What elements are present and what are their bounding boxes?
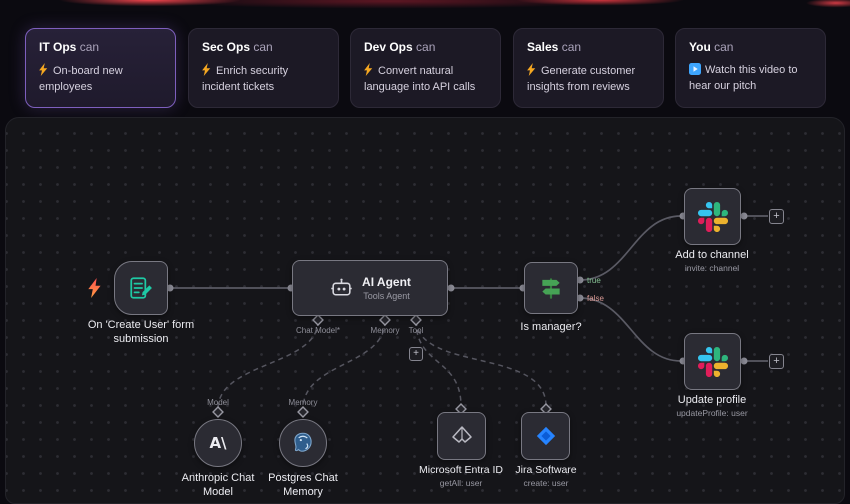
node-label-is-manager: Is manager? <box>520 321 582 333</box>
card-title: Sales can <box>527 40 582 54</box>
port-label-chat-model: Chat Model* <box>295 326 341 335</box>
branch-label-true: true <box>587 276 601 285</box>
port-label-memory: Memory <box>370 326 400 335</box>
card-title: IT Ops can <box>39 40 100 54</box>
card-description: Enrich security incident tickets <box>202 63 289 93</box>
lightning-icon <box>39 63 48 76</box>
node-label-postgres: Postgres Chat Memory <box>268 472 338 499</box>
node-postgres-chat-memory[interactable] <box>279 419 327 467</box>
node-label-form-trigger: On 'Create User' form submission <box>87 319 195 346</box>
hero-red-glow <box>0 0 850 16</box>
form-icon <box>130 277 152 299</box>
node-subtitle-jira: create: user <box>523 478 569 488</box>
agent-subtitle: Tools Agent <box>363 291 410 301</box>
node-label-update-profile: Update profile <box>677 394 747 406</box>
card-description: Watch this video to hear our pitch <box>689 63 798 92</box>
anthropic-icon: A\ <box>209 434 227 452</box>
node-subtitle-update-profile: updateProfile: user <box>676 408 748 418</box>
node-form-trigger[interactable] <box>114 261 168 315</box>
node-slack-update-profile[interactable] <box>684 333 741 390</box>
agent-title: AI Agent <box>362 275 411 289</box>
node-anthropic-chat-model[interactable]: A\ <box>194 419 242 467</box>
node-label-entra: Microsoft Entra ID <box>418 464 504 476</box>
node-label-anthropic: Anthropic Chat Model <box>181 472 255 499</box>
card-title: Sec Ops can <box>202 40 273 54</box>
card-description: On-board new employees <box>39 63 123 93</box>
card-description: Convert natural language into API calls <box>364 63 476 93</box>
lightning-icon <box>527 63 536 76</box>
entra-id-icon <box>451 426 472 443</box>
branch-label-false: false <box>587 294 604 303</box>
card-title: You can <box>689 40 734 54</box>
sub-port-label-model: Model <box>207 398 229 407</box>
slack-icon <box>697 346 728 377</box>
use-case-card-dev-ops[interactable]: Dev Ops can Convert natural language int… <box>350 28 501 108</box>
agent-text: AI Agent Tools Agent <box>362 275 411 301</box>
signpost-icon <box>542 278 560 299</box>
node-label-jira: Jira Software <box>515 464 577 476</box>
node-is-manager[interactable] <box>524 262 578 314</box>
play-icon <box>689 63 701 75</box>
use-case-card-it-ops[interactable]: IT Ops can On-board new employees <box>25 28 176 108</box>
use-case-card-sec-ops[interactable]: Sec Ops can Enrich security incident tic… <box>188 28 339 108</box>
use-case-card-sales[interactable]: Sales can Generate customer insights fro… <box>513 28 664 108</box>
node-subtitle-entra: getAll: user <box>439 478 483 488</box>
node-slack-add-to-channel[interactable] <box>684 188 741 245</box>
add-tool-button[interactable]: + <box>409 347 423 361</box>
lightning-icon <box>202 63 211 76</box>
jira-icon <box>536 426 555 446</box>
execute-workflow-bolt-icon <box>88 278 101 298</box>
node-label-add-to-channel: Add to channel <box>675 249 749 261</box>
add-node-button-false-branch[interactable]: + <box>769 354 784 369</box>
card-description: Generate customer insights from reviews <box>527 63 636 93</box>
node-microsoft-entra-id[interactable] <box>437 412 486 460</box>
lightning-icon <box>364 63 373 76</box>
node-ai-agent[interactable]: AI Agent Tools Agent <box>292 260 448 316</box>
node-subtitle-add-to-channel: invite: channel <box>684 263 740 273</box>
robot-icon <box>331 278 352 296</box>
postgres-icon <box>294 432 312 452</box>
use-case-card-you[interactable]: You can Watch this video to hear our pit… <box>675 28 826 108</box>
slack-icon <box>697 201 728 232</box>
sub-port-label-memory: Memory <box>288 398 318 407</box>
node-jira-software[interactable] <box>521 412 570 460</box>
card-title: Dev Ops can <box>364 40 436 54</box>
port-label-tool: Tool <box>408 326 424 335</box>
add-node-button-true-branch[interactable]: + <box>769 209 784 224</box>
